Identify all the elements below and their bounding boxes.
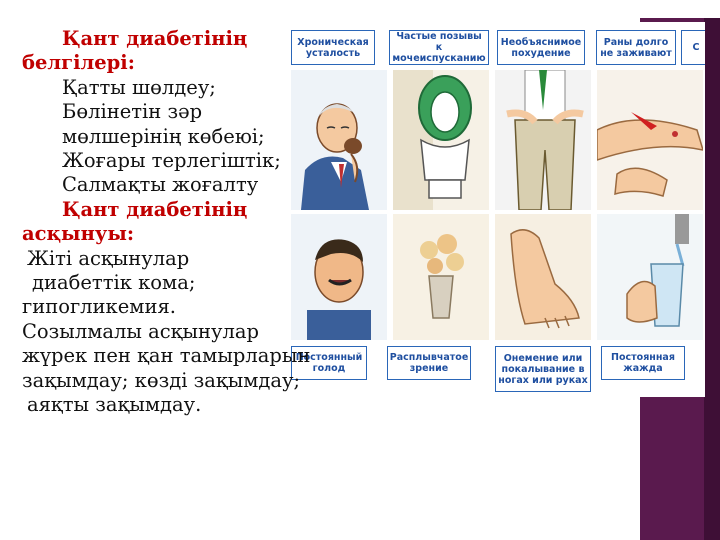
hypoglycemia: гипогликемия. <box>22 295 176 319</box>
label-cut-off: С <box>681 30 705 65</box>
label-frequent-urination: Частые позывы к мочеиспусканию <box>389 30 489 65</box>
heading-complications-2: асқынуы: <box>22 222 135 246</box>
foot-icon <box>495 214 591 340</box>
tired-man-icon <box>291 70 387 210</box>
water-glass-icon <box>597 214 703 340</box>
symptom-urine-2: мөлшерінің көбеюі; <box>62 124 265 148</box>
chronic-heart-vessels: жүрек пен қан тамырларын <box>22 344 311 368</box>
symptom-weight-loss: Салмақты жоғалту <box>62 173 259 197</box>
decorative-side-bar-edge <box>704 18 720 540</box>
illustration-water-glass <box>597 214 703 340</box>
symptom-thirst: Қатты шөлдеу; <box>62 75 216 99</box>
illustration-hungry-man <box>291 214 387 340</box>
hungry-man-icon <box>291 214 387 340</box>
acute-complications: Жіті асқынулар <box>27 246 190 270</box>
symptom-sweating: Жоғары терлегіштік; <box>62 149 281 173</box>
label-blurred-vision: Расплывчатое зрение <box>387 346 471 380</box>
toilet-icon <box>393 70 489 210</box>
label-constant-thirst: Постоянная жажда <box>601 346 685 380</box>
illustration-toilet <box>393 70 489 210</box>
label-numbness: Онемение или покалывание в ногах или рук… <box>495 346 591 392</box>
heading-symptoms-1: Қант диабетінің <box>62 27 248 50</box>
illustration-tired-man <box>291 70 387 210</box>
illustration-flowers <box>393 214 489 340</box>
illustration-arm-wound <box>597 70 703 210</box>
label-slow-healing: Раны долго не заживают <box>596 30 676 65</box>
label-fatigue: Хроническая усталость <box>291 30 375 65</box>
heading-symptoms-2: белгілері: <box>22 51 135 75</box>
label-weight-loss: Необъяснимое похудение <box>497 30 585 65</box>
flowers-icon <box>393 214 489 340</box>
wound-icon <box>597 70 703 210</box>
symptom-urine-1: Бөлінетін зәр <box>62 100 203 124</box>
symptoms-poster: Хроническая усталость Частые позывы к мо… <box>283 22 705 397</box>
heading-complications-1: Қант диабетінің <box>62 197 248 221</box>
slide-text: Қант диабетінің белгілері: Қатты шөлдеу;… <box>22 27 322 418</box>
illustration-foot <box>495 214 591 340</box>
illustration-loose-trousers <box>495 70 591 210</box>
trousers-icon <box>495 70 591 210</box>
label-constant-hunger: Постоянный голод <box>291 346 367 380</box>
chronic-feet: аяқты зақымдау. <box>27 393 202 417</box>
chronic-eyes: зақымдау; көзді зақымдау; <box>22 368 301 392</box>
diabetic-coma: диабеттік кома; <box>32 271 196 295</box>
chronic-complications: Созылмалы асқынулар <box>22 319 259 343</box>
